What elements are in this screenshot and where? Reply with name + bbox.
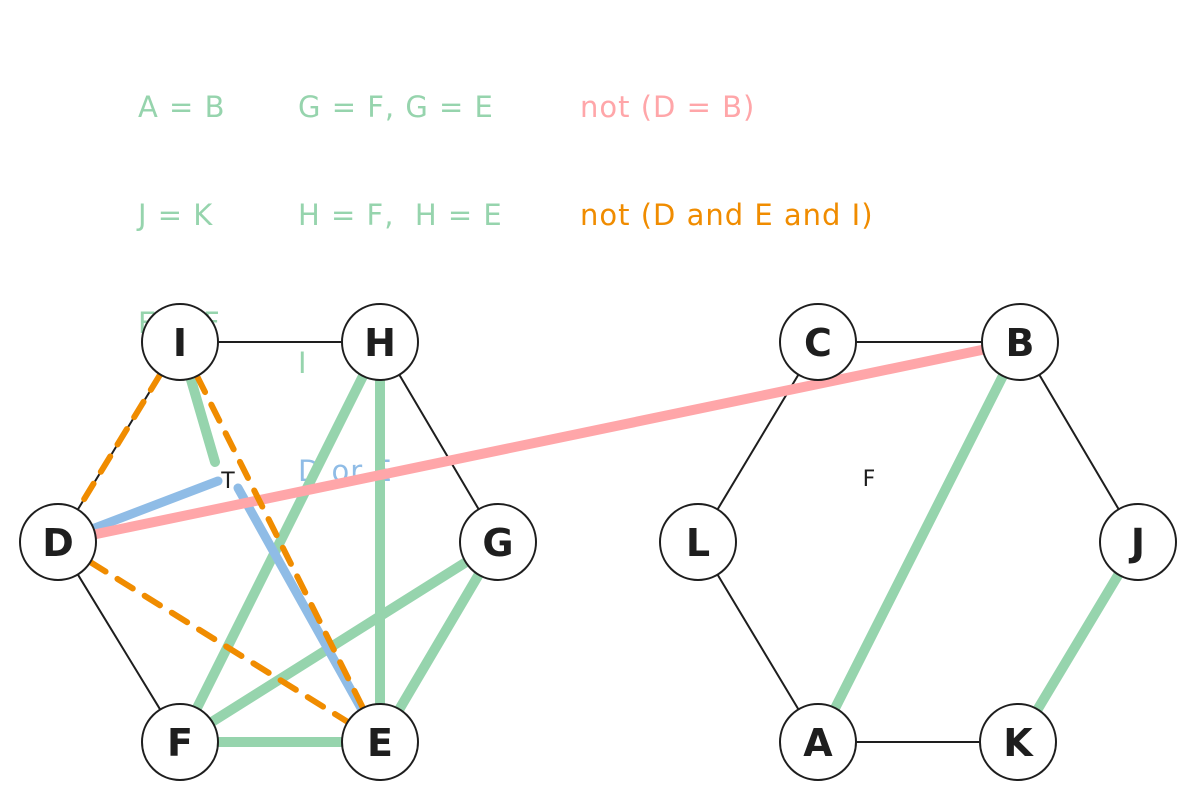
edge-h-g: [398, 373, 480, 511]
green-edges-layer: [185, 370, 1124, 747]
node-label: L: [686, 521, 710, 565]
blue-edge-d-t: [89, 476, 223, 533]
green-edge-i-t: [185, 373, 220, 467]
node-h: H: [341, 303, 419, 381]
green-edge-j-k: [1032, 569, 1124, 715]
node-label: G: [482, 521, 513, 565]
node-circle: [459, 503, 537, 581]
orange-dashed-edges-layer: [74, 371, 367, 725]
inner-label-f: F: [863, 467, 876, 492]
green-edge-b-a: [830, 370, 1008, 714]
green-edge-h-f: [191, 370, 369, 714]
node-f: F: [141, 703, 219, 781]
node-circle: [1099, 503, 1177, 581]
constraint-a-eq-b: A = B: [138, 90, 226, 124]
node-circle: [981, 303, 1059, 381]
node-k: K: [979, 703, 1057, 781]
constraint-g-eq-f-g-eq-e: G = F, G = E: [298, 90, 494, 124]
node-circle: [341, 303, 419, 381]
node-circle: [979, 703, 1057, 781]
node-e: E: [341, 703, 419, 781]
node-circle: [19, 503, 97, 581]
edge-a-l: [716, 573, 800, 711]
node-label: F: [167, 721, 193, 765]
green-edge-g-e: [394, 569, 484, 715]
node-circle: [141, 703, 219, 781]
nodes-layer: I H G E F D C B J K A L: [19, 303, 1177, 781]
constraint-not-d-eq-b: not (D = B): [580, 90, 756, 124]
node-c: C: [779, 303, 857, 381]
node-label: C: [804, 321, 832, 365]
node-circle: [779, 703, 857, 781]
node-j: J: [1099, 503, 1177, 581]
blue-edges-layer: [89, 476, 366, 714]
node-circle: [659, 503, 737, 581]
orange-dashed-edge-i-e: [193, 372, 367, 712]
green-edge-g-f: [207, 557, 471, 727]
constraint-i: I: [298, 346, 308, 380]
node-circle: [341, 703, 419, 781]
constraint-h-eq-f-h-eq-e: H = F, H = E: [298, 198, 503, 232]
pink-edges-layer: [90, 344, 988, 540]
node-d: D: [19, 503, 97, 581]
node-label: J: [1128, 521, 1145, 565]
edge-l-c: [716, 373, 800, 511]
constraint-j-eq-k: J = K: [138, 198, 214, 232]
edge-f-d: [76, 573, 162, 711]
node-circle: [141, 303, 219, 381]
edge-b-j: [1038, 373, 1120, 511]
orange-dashed-edge-i-d: [74, 371, 164, 513]
inner-label-t: T: [220, 469, 235, 494]
node-l: L: [659, 503, 737, 581]
node-a: A: [779, 703, 857, 781]
node-label: K: [1003, 721, 1034, 765]
node-label: H: [364, 321, 396, 365]
node-label: B: [1006, 321, 1035, 365]
constraint-col3: not (D = B) not (D and E and I): [580, 22, 874, 300]
node-b: B: [981, 303, 1059, 381]
constraint-not-d-and-e-and-i: not (D and E and I): [580, 198, 874, 232]
node-label: D: [42, 521, 74, 565]
node-circle: [779, 303, 857, 381]
black-edges-layer: [76, 341, 1120, 743]
node-label: A: [803, 721, 833, 765]
node-g: G: [459, 503, 537, 581]
node-label: I: [173, 321, 187, 365]
blue-edge-t-e: [233, 483, 366, 714]
node-i: I: [141, 303, 219, 381]
orange-dashed-edge-d-e: [87, 559, 351, 725]
pink-edge-d-b: [90, 344, 988, 540]
node-label: E: [367, 721, 393, 765]
